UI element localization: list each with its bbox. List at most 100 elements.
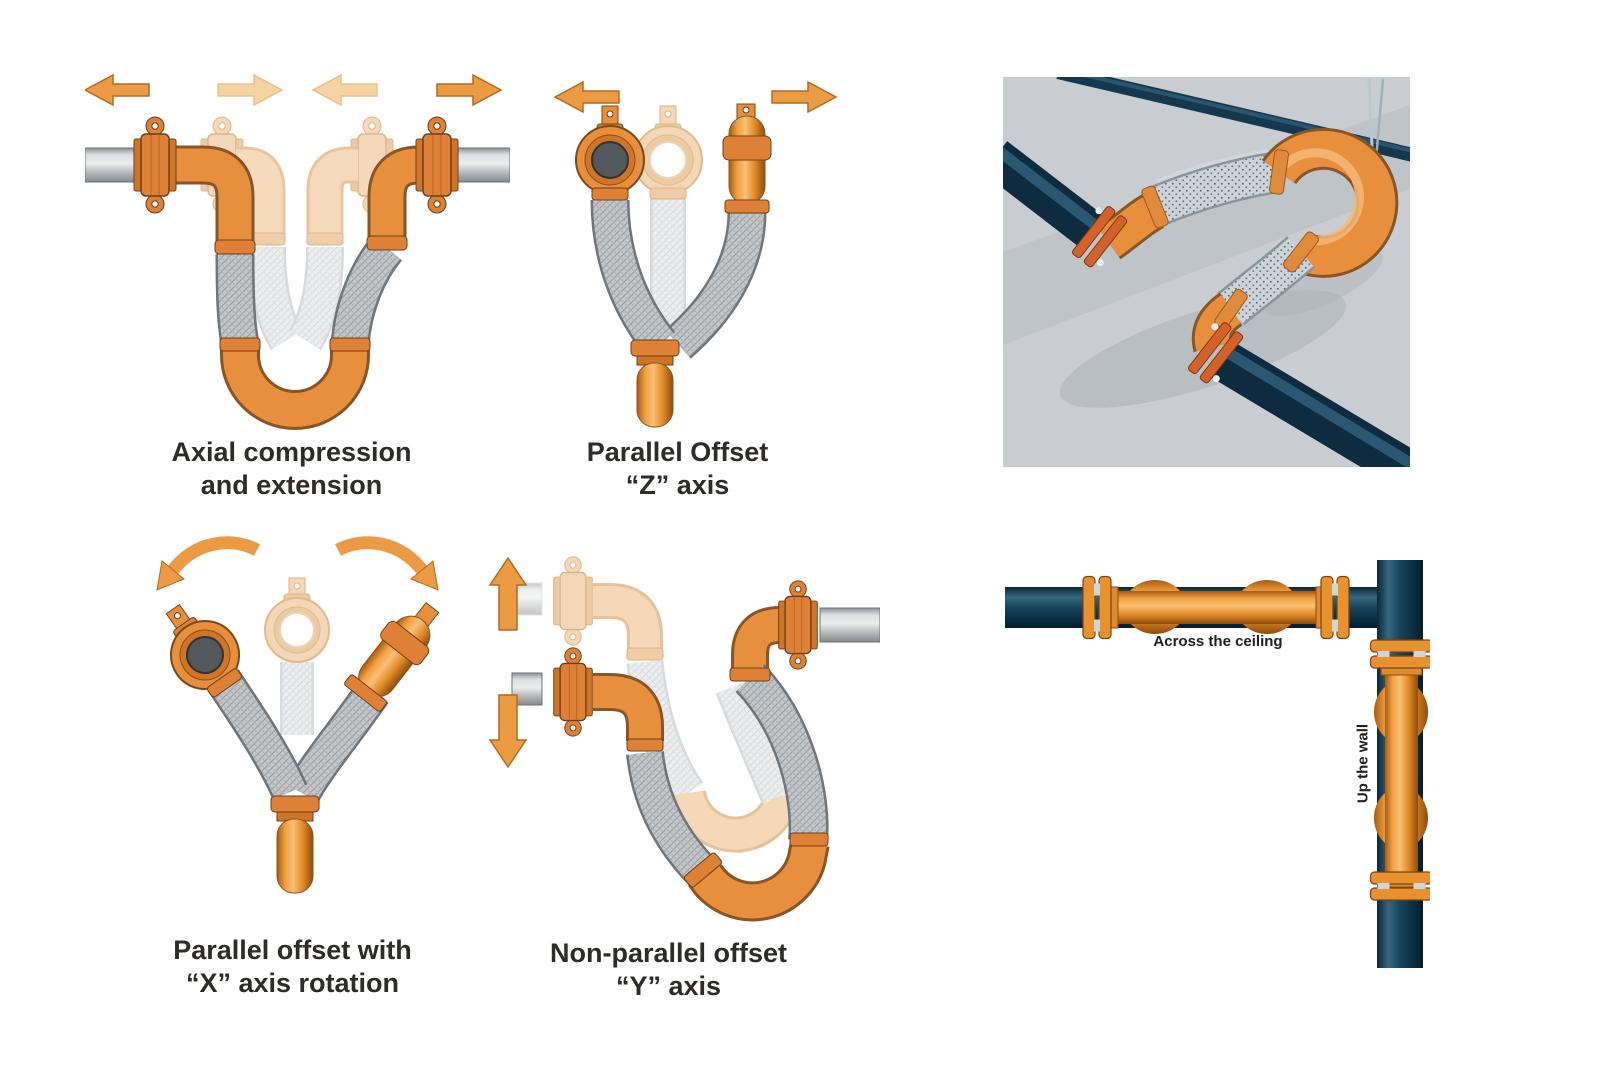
pipe-coupling — [415, 116, 459, 214]
installation-corner-illustration — [1005, 560, 1430, 968]
rotate-right-arrow-icon — [335, 536, 439, 591]
elbow-fitting — [593, 676, 661, 741]
ghost-flange-ring — [633, 105, 703, 200]
ghost-ferrule — [306, 232, 344, 246]
caption-line: Parallel offset with — [173, 935, 412, 965]
pipe-coupling — [133, 116, 177, 214]
diagram-x-axis-rotation: Parallel offset with “X” axis rotation — [125, 530, 470, 1000]
merge-collar — [630, 339, 680, 357]
lug-hole — [173, 612, 181, 620]
ferrule — [366, 235, 408, 251]
navy-pipe-highlight — [1003, 147, 1099, 230]
flange-ring — [575, 105, 645, 201]
merge-collar — [270, 795, 320, 813]
caption-line: “Z” axis — [625, 470, 730, 500]
steel-pipe-stub — [450, 147, 510, 183]
ferrule — [683, 852, 723, 888]
ferrule — [214, 239, 256, 255]
pipe-coupling — [552, 647, 594, 737]
up-arrow-icon — [488, 556, 528, 631]
ferrule — [219, 337, 261, 352]
orange-pipe-tail — [636, 362, 674, 428]
ferrule — [1283, 231, 1319, 273]
ghost-braided-hose — [290, 246, 342, 349]
steel-pipe-stub — [85, 147, 141, 183]
steel-pipe-stub — [819, 607, 880, 643]
lug-hole — [742, 106, 750, 114]
diagram-caption: Parallel offset with “X” axis rotation — [115, 934, 470, 1000]
ceiling-loop-render-illustration — [1003, 77, 1410, 467]
right-arrow-icon — [436, 74, 502, 106]
ghost-braided-hose — [250, 246, 302, 349]
orange-pipe-tail — [276, 818, 314, 894]
ferrule — [789, 832, 829, 847]
navy-pipe-outlet — [1212, 341, 1410, 467]
flex-body — [1385, 668, 1418, 880]
diagram-axial-compression: Axial compression and extension — [85, 72, 510, 502]
ghost-flange-ring — [264, 577, 330, 663]
wall-label: Up the wall — [1354, 723, 1372, 804]
ghost-pipe-coupling — [552, 556, 594, 646]
braided-hose — [333, 237, 401, 346]
diagram-parallel-offset-z: Parallel Offset “Z” axis — [540, 72, 860, 502]
u-bend — [690, 839, 827, 919]
pipe-coupling — [777, 580, 819, 670]
lug-hole — [606, 110, 614, 118]
ceiling-label: Across the ceiling — [1153, 633, 1283, 650]
ferrule — [724, 199, 770, 214]
coupling-band — [380, 620, 430, 666]
wall-flexible-section — [1369, 639, 1430, 901]
ferrule — [729, 667, 771, 682]
elbow-fitting — [169, 148, 252, 242]
ceiling-loop-render — [1003, 77, 1410, 467]
ghost-braided-hose — [718, 681, 792, 803]
ferrule — [1141, 185, 1169, 229]
diagram-non-parallel-offset-y: Non-parallel offset “Y” axis — [460, 545, 880, 1003]
coupling-band — [722, 135, 772, 161]
ghost-elbow — [593, 586, 660, 650]
caption-line: Parallel Offset — [586, 437, 769, 467]
down-arrow-icon — [488, 694, 528, 769]
caption-line: and extension — [200, 470, 383, 500]
flex-body — [1111, 591, 1323, 624]
braided-hose — [593, 199, 674, 355]
left-arrow-icon — [85, 74, 150, 106]
rotate-left-arrow-icon — [156, 536, 260, 591]
parallel-offset-z-illustration — [554, 81, 837, 428]
braided-hose — [666, 211, 764, 357]
caption-line: “Y” axis — [615, 971, 722, 1001]
diagram-caption: Parallel Offset “Z” axis — [495, 436, 860, 502]
installation-corner-diagram: Across the ceiling Up the wall — [1005, 550, 1430, 970]
right-arrow-icon — [771, 81, 837, 113]
u-bend — [223, 348, 367, 427]
braided-hose — [209, 670, 306, 799]
caption-line: “X” axis rotation — [185, 968, 400, 998]
axial-compression-illustration — [85, 74, 510, 430]
braided-hose — [737, 665, 827, 843]
grooved-coupling — [1071, 206, 1128, 268]
ghost-assembly — [264, 577, 330, 735]
return-bend-highlight — [1281, 148, 1364, 246]
pipe-bore — [591, 141, 629, 179]
pipe-bore — [186, 636, 224, 674]
x-axis-rotation-illustration — [156, 536, 440, 894]
ghost-right-arrow-icon — [217, 74, 283, 106]
ghost-u-bend — [673, 790, 795, 850]
diagram-caption: Non-parallel offset “Y” axis — [457, 937, 880, 1003]
flange-ring — [165, 603, 243, 698]
caption-line: Axial compression — [171, 437, 412, 467]
braided-hose — [287, 682, 387, 802]
ferrule — [626, 738, 664, 752]
ghost-left-arrow-icon — [312, 74, 378, 106]
grooved-coupling — [1187, 322, 1244, 384]
ferrule — [344, 674, 388, 712]
navy-pipe-highlight — [1222, 346, 1410, 467]
rotated-pipe-end — [344, 601, 440, 712]
navy-pipe-inlet — [1003, 141, 1108, 250]
ferrule — [1214, 288, 1248, 330]
ferrule — [1269, 149, 1289, 195]
non-parallel-offset-y-illustration — [488, 556, 880, 922]
caption-line: Non-parallel offset — [549, 938, 788, 968]
ghost-assembly — [200, 116, 394, 351]
braided-hose — [218, 253, 257, 348]
